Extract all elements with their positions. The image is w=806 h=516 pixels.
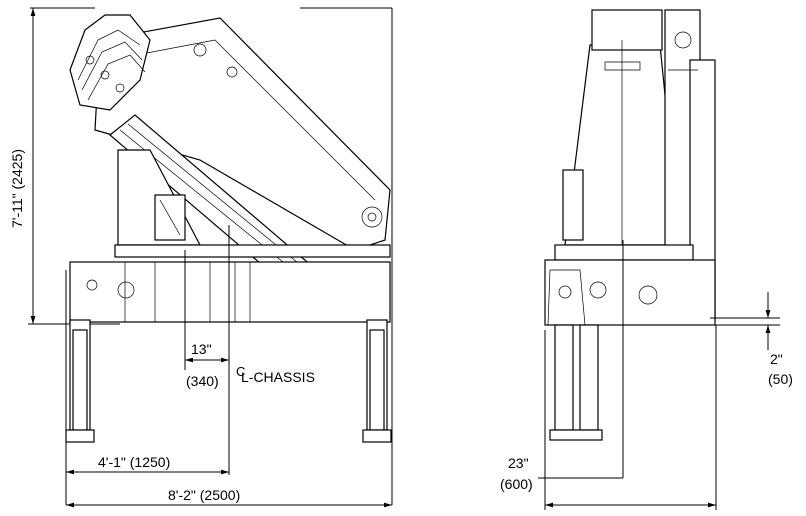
- offset-mm-label: (340): [186, 373, 219, 389]
- boom: [69, 14, 391, 311]
- stabilizer-legs: [65, 319, 392, 443]
- crane-column: [117, 149, 201, 246]
- side-view: [538, 9, 780, 510]
- height-dimension-label: 7'-11" (2425): [9, 149, 25, 228]
- half-width-label: 4'-1" (1250): [98, 454, 170, 470]
- side-depth-mm-label: (600): [500, 476, 533, 492]
- total-width-label: 8'-2" (2500): [168, 487, 240, 503]
- chassis-label: L-CHASSIS: [241, 369, 315, 385]
- offset-inches-label: 13": [191, 341, 212, 357]
- base-platform: [69, 244, 391, 323]
- clearance-mm-label: (50): [768, 371, 793, 387]
- chassis-prefix-label: C: [236, 364, 245, 379]
- front-view: [28, 7, 393, 508]
- side-depth-inches-label: 23": [508, 455, 529, 471]
- clearance-inches-label: 2": [770, 351, 783, 367]
